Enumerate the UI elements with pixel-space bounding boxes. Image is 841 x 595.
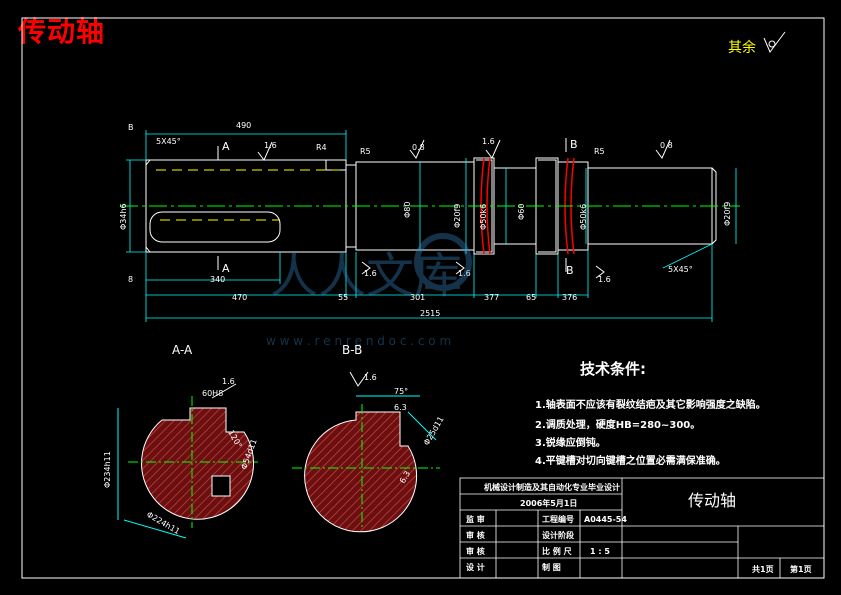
tech-item-4: 4.平键槽对切向键槽之位置必需满保准确。	[535, 454, 726, 467]
dim-rough-16a: 1.6	[264, 141, 277, 150]
dim-dia-right: Φ20f9	[723, 202, 732, 226]
tech-item-3: 3.锐缘应倒钝。	[535, 436, 606, 449]
dim-490: 490	[236, 121, 251, 130]
bb-rough: 1.6	[364, 373, 377, 382]
dim-chamfer-left: 5X45°	[156, 137, 181, 146]
title-block	[459, 477, 825, 579]
tb-org: 机械设计制造及其自动化专业毕业设计	[484, 482, 620, 492]
aa-top: 60H8	[202, 389, 223, 398]
dim-470: 470	[232, 293, 247, 302]
section-aa-view	[117, 383, 258, 539]
header-title: 传动轴	[18, 15, 106, 48]
dim-55: 55	[338, 293, 348, 302]
bb-depth: 6.3	[394, 403, 407, 412]
dim-377: 377	[484, 293, 499, 302]
section-a-bot: A	[222, 262, 230, 275]
dim-dia-left: Φ34h6	[119, 203, 128, 230]
dim-dia-50b: Φ50k6	[579, 204, 588, 230]
aa-rough: 1.6	[222, 377, 235, 386]
watermark-logo: 人人文库 w w w . r e n r e n d o c . c o m	[266, 233, 472, 348]
tb-part-name: 传动轴	[688, 491, 736, 510]
dim-rough-08a: 0.8	[412, 143, 425, 152]
tb-row4-k: 制 图	[542, 562, 561, 572]
tb-row3-label: 审 核	[466, 546, 485, 556]
dim-b-bot: 8	[128, 275, 133, 284]
dim-rough-16e: 1.6	[598, 275, 611, 284]
tb-sheets: 共1页	[752, 564, 774, 574]
dim-rough-16d: 1.6	[458, 269, 471, 278]
aa-dia: Φ234h11	[103, 451, 112, 488]
dim-b-top: B	[128, 123, 134, 132]
dim-chamfer-right: 5X45°	[668, 265, 693, 274]
dim-r5: R5	[360, 147, 371, 156]
tb-sheet-no: 第1页	[790, 564, 812, 574]
tb-date: 2006年5月1日	[520, 498, 577, 508]
dim-65: 65	[526, 293, 536, 302]
tb-row1-k: 工程编号	[542, 514, 574, 524]
dim-rough-16b: 1.6	[482, 137, 495, 146]
dim-dia-60b: Φ60	[517, 204, 526, 220]
bb-angle: 75°	[394, 387, 408, 396]
dim-rough-16c: 1.6	[364, 269, 377, 278]
section-title-bb: B-B	[342, 343, 362, 357]
tb-row2-k: 设计阶段	[542, 530, 574, 540]
tb-row3-v: 1 : 5	[590, 547, 610, 556]
dim-301: 301	[410, 293, 425, 302]
dim-2515: 2515	[420, 309, 440, 318]
bb-side: Φ25d11	[422, 415, 446, 447]
section-b-top: B	[570, 138, 578, 151]
tb-row4-label: 设 计	[466, 562, 485, 572]
roughness-marks	[257, 139, 671, 279]
section-b-bot: B	[566, 264, 574, 277]
dim-dia-50a: Φ50k6	[479, 204, 488, 230]
dim-340: 340	[210, 275, 225, 284]
watermark-url: w w w . r e n r e n d o c . c o m	[266, 334, 451, 348]
section-bb-view	[292, 371, 440, 533]
tech-title: 技术条件:	[580, 360, 646, 378]
dim-376: 376	[562, 293, 577, 302]
dim-r5b: R5	[594, 147, 605, 156]
dim-dia-60: Φ20f9	[453, 204, 462, 228]
watermark-text: 人人文库	[270, 248, 462, 304]
dim-dia-80: Φ80	[403, 202, 412, 218]
tech-item-2: 2.调质处理，硬度HB=280~300。	[535, 418, 700, 431]
tb-row1-v: A0445-54	[584, 515, 627, 524]
dim-r4: R4	[316, 143, 327, 152]
tb-row2-label: 审 核	[466, 530, 485, 540]
tech-item-1: 1.轴表面不应该有裂纹结疤及其它影响强度之缺陷。	[535, 398, 766, 411]
section-a-top: A	[222, 140, 230, 153]
tb-row1-label: 监 审	[466, 514, 485, 524]
section-arrows	[217, 138, 567, 272]
section-title-aa: A-A	[172, 343, 193, 357]
roughness-icon	[763, 31, 786, 53]
dim-rough-08b: 0.8	[660, 141, 673, 150]
surface-note: 其余	[728, 39, 756, 56]
drawing-border	[21, 17, 825, 579]
hidden-lines	[156, 169, 340, 221]
tb-row3-k: 比 例 尺	[542, 546, 572, 556]
dimension-lines	[126, 130, 737, 322]
